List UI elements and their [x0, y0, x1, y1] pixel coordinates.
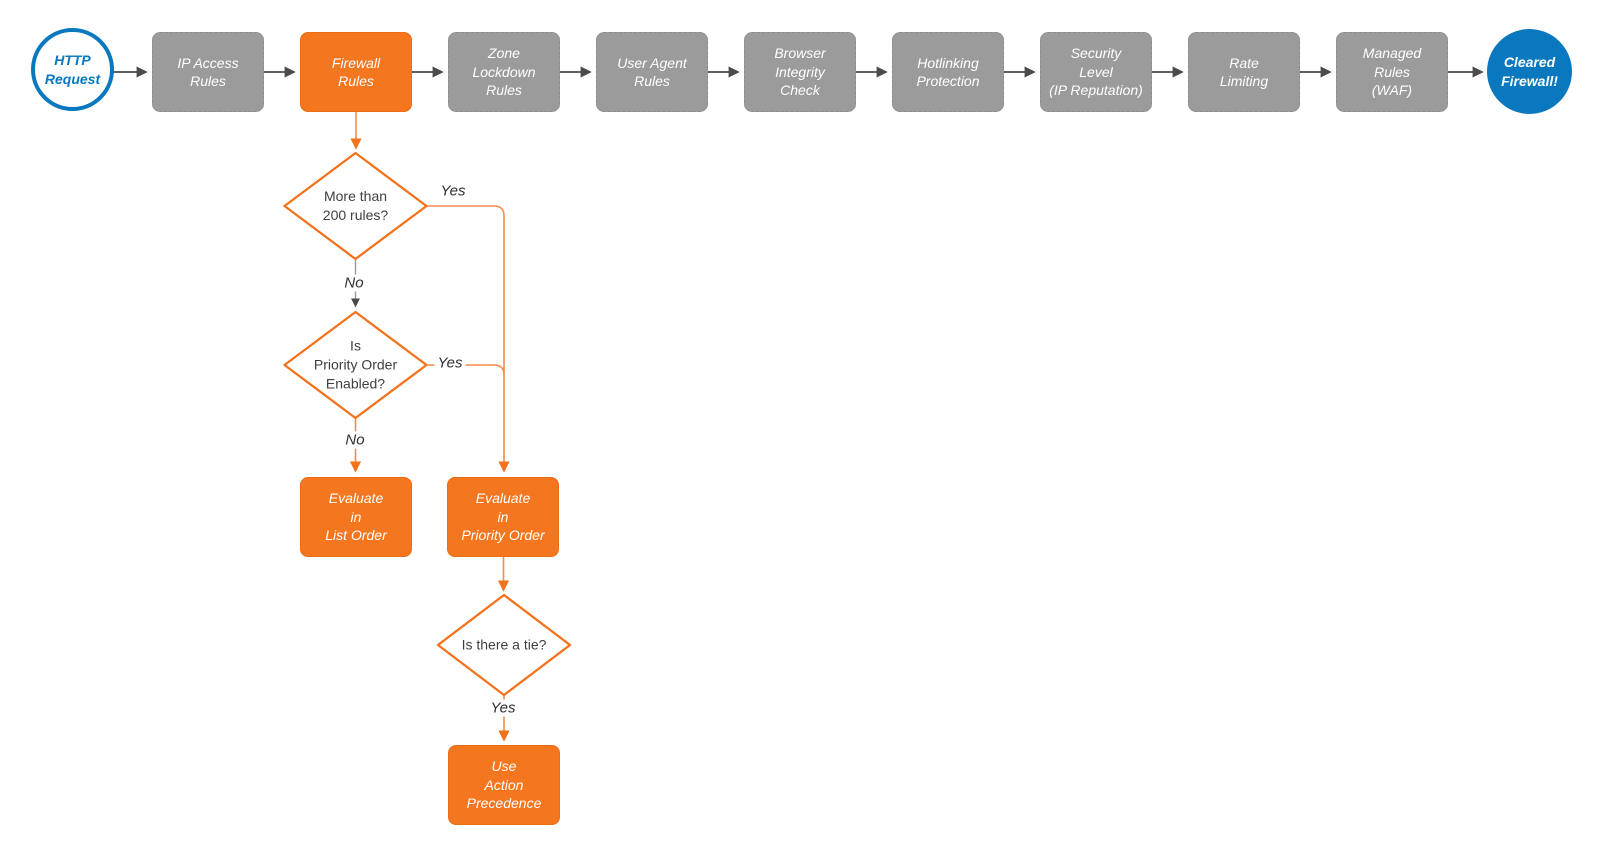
node-rate-limiting: Rate Limiting	[1188, 32, 1300, 112]
edge-decision-200-yes	[426, 205, 510, 473]
edge-label-yes-priority-order: Yes	[434, 354, 466, 372]
node-evaluate-in-priority-order: Evaluate in Priority Order	[447, 477, 559, 557]
decision-is-there-a-tie-label: Is there a tie?	[461, 636, 547, 653]
edge-decision-priority-yes	[426, 364, 505, 376]
decision-more-than-200-rules-shape	[283, 151, 428, 261]
node-cleared-firewall: Cleared Firewall!	[1487, 29, 1572, 114]
decision-more-than-200-rules-label: More than 200 rules?	[322, 188, 389, 223]
edge-label-no-priority-order: No	[342, 431, 368, 449]
edge-label-yes-tie: Yes	[487, 699, 519, 717]
node-firewall-rules: Firewall Rules	[300, 32, 412, 112]
node-http-request: HTTP Request	[31, 28, 114, 111]
edge-label-no-200-rules: No	[341, 274, 367, 292]
node-hotlinking-protection: Hotlinking Protection	[892, 32, 1004, 112]
node-use-action-precedence: Use Action Precedence	[448, 745, 560, 825]
node-managed-rules-waf: Managed Rules (WAF)	[1336, 32, 1448, 112]
decision-priority-order-enabled-label: Is Priority Order Enabled?	[313, 337, 398, 392]
node-zone-lockdown-rules: Zone Lockdown Rules	[448, 32, 560, 112]
decision-priority-order-enabled-shape	[283, 310, 428, 420]
node-browser-integrity-check: Browser Integrity Check	[744, 32, 856, 112]
node-evaluate-in-list-order: Evaluate in List Order	[300, 477, 412, 557]
edge-label-yes-200-rules: Yes	[437, 182, 469, 200]
node-ip-access-rules: IP Access Rules	[152, 32, 264, 112]
node-user-agent-rules: User Agent Rules	[596, 32, 708, 112]
node-security-level-ip-reputation: Security Level (IP Reputation)	[1040, 32, 1152, 112]
decision-is-there-a-tie-shape	[436, 593, 572, 697]
